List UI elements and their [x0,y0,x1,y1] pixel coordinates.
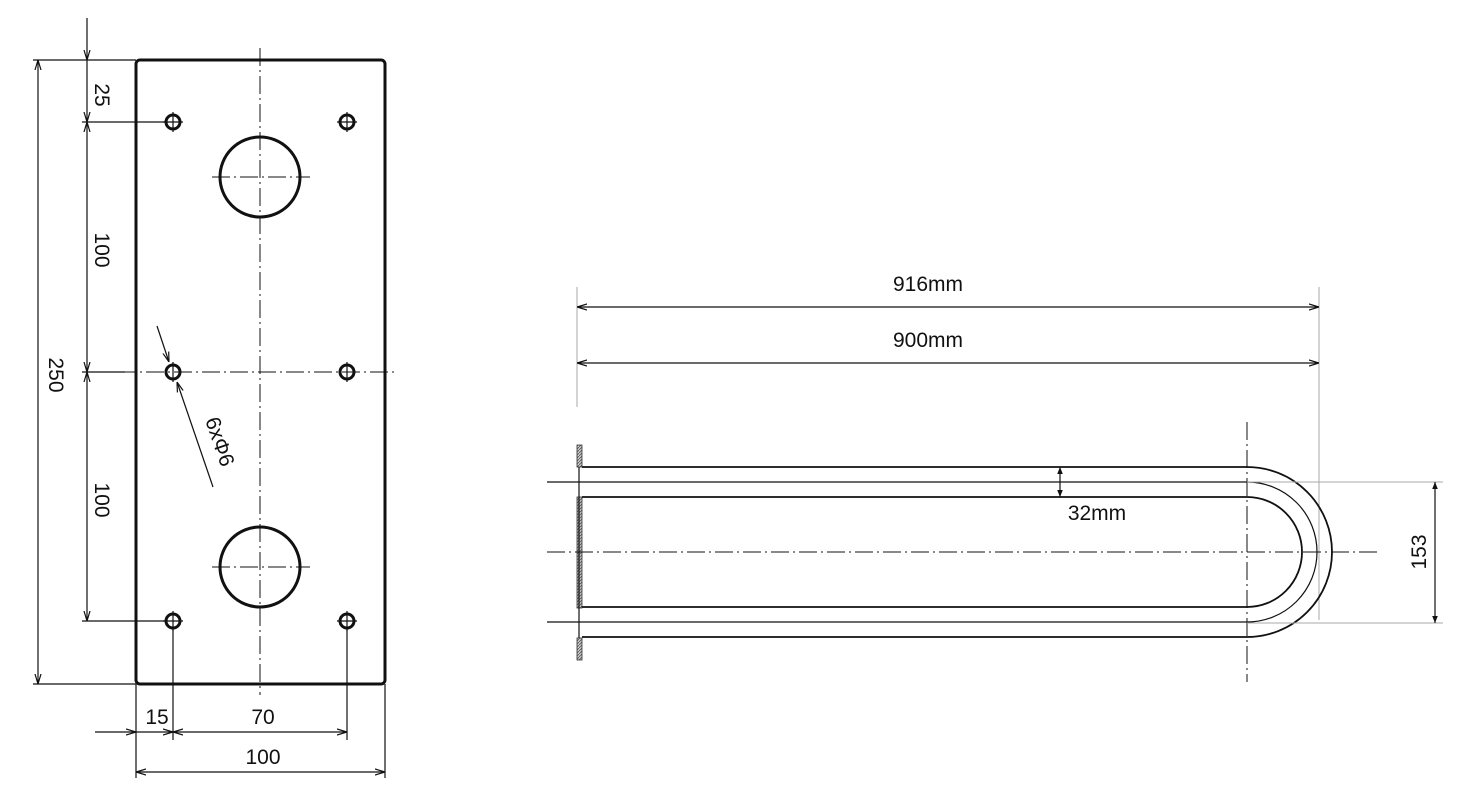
large-holes [212,135,310,609]
dim-spacing-upper: 100 [90,232,113,267]
plate-view: 25 100 100 250 15 70 100 6xΦ6 [33,18,397,778]
dim-hole-spacing: 70 [251,706,274,729]
hole-callout: 6xΦ6 [200,414,238,469]
mounting-holes [163,112,357,631]
dim-top-offset: 25 [90,83,113,106]
dim-spacing-lower: 100 [90,482,113,517]
dim-length: 900mm [893,329,963,352]
side-view: 916mm 900mm 32mm 153 [547,273,1443,682]
dim-edge-offset: 15 [145,706,168,729]
dim-rail-spacing: 153 [1408,534,1431,569]
dim-overall-length: 916mm [893,273,963,296]
dim-width: 100 [245,746,280,769]
dim-tube-diameter: 32mm [1068,502,1126,525]
dim-height: 250 [44,357,67,392]
